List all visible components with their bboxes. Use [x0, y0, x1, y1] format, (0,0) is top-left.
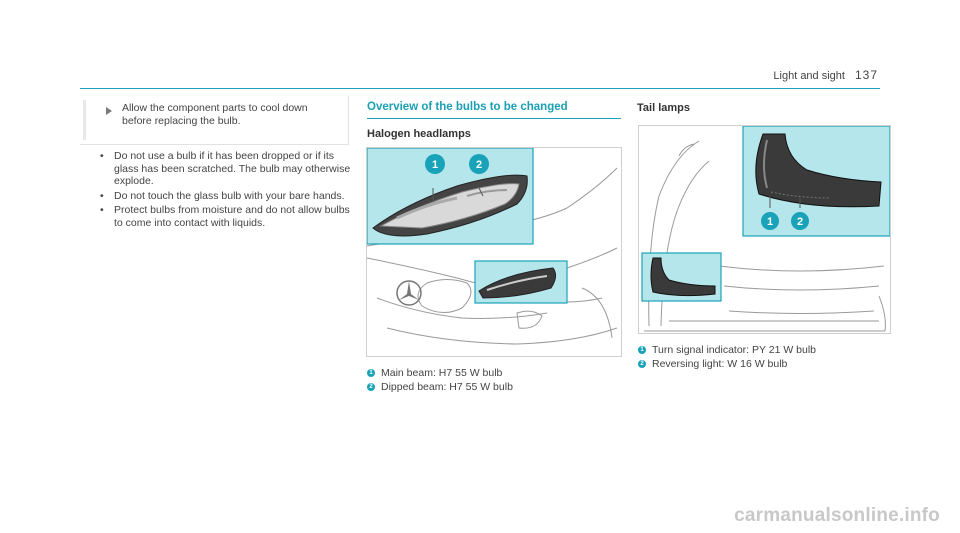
legend-text: Turn signal indicator: PY 21 W bulb [652, 344, 817, 356]
legend-row: 1 Turn signal indicator: PY 21 W bulb [638, 343, 816, 357]
list-item: •Do not touch the glass bulb with your b… [100, 189, 345, 202]
bullet-icon: • [100, 204, 104, 216]
svg-text:2: 2 [797, 216, 803, 228]
legend-text: Reversing light: W 16 W bulb [652, 358, 788, 370]
callout-1-icon: 1 [425, 154, 445, 174]
section-title: Overview of the bulbs to be changed [367, 101, 568, 113]
taillamps-figure: 1 2 [638, 125, 891, 334]
legend-text: Main beam: H7 55 W bulb [381, 367, 503, 379]
page-number: 137 [854, 68, 878, 82]
watermark: carmanualsonline.info [734, 505, 940, 526]
number-badge-icon: 2 [367, 383, 375, 391]
star-logo-icon [396, 280, 422, 306]
callout-2-icon: 2 [469, 154, 489, 174]
note-bar [83, 100, 86, 140]
svg-text:1: 1 [767, 216, 773, 228]
taillamps-legend: 1 Turn signal indicator: PY 21 W bulb 2 … [638, 343, 816, 371]
callout-2-icon: 2 [791, 212, 809, 230]
list-item: •Protect bulbs from moisture and do not … [100, 204, 350, 229]
header-rule [80, 88, 880, 89]
section-name: Light and sight [773, 70, 845, 82]
svg-text:2: 2 [476, 159, 482, 171]
svg-text:1: 1 [432, 159, 438, 171]
number-badge-icon: 2 [638, 360, 646, 368]
triangle-bullet-icon [106, 107, 112, 115]
bullet-icon: • [100, 150, 104, 162]
legend-text: Dipped beam: H7 55 W bulb [381, 381, 513, 393]
headlamp-illustration: 1 2 [366, 147, 618, 345]
headlamps-title: Halogen headlamps [367, 128, 471, 140]
legend-row: 2 Reversing light: W 16 W bulb [638, 357, 816, 371]
number-badge-icon: 1 [638, 346, 646, 354]
bullet-icon: • [100, 189, 104, 202]
note-box [80, 96, 349, 145]
legend-row: 1 Main beam: H7 55 W bulb [367, 366, 513, 380]
callout-1-icon: 1 [761, 212, 779, 230]
taillamp-illustration: 1 2 [641, 125, 891, 332]
running-header: Light and sight 137 [773, 68, 878, 82]
bullet-list: •Do not use a bulb if it has been droppe… [100, 150, 352, 231]
taillamps-title: Tail lamps [637, 102, 690, 114]
section-rule [367, 118, 621, 119]
note-text: Allow the component parts to cool down b… [122, 102, 308, 127]
list-item: •Do not use a bulb if it has been droppe… [100, 150, 351, 187]
headlamps-figure: 1 2 [366, 147, 622, 357]
number-badge-icon: 1 [367, 369, 375, 377]
legend-row: 2 Dipped beam: H7 55 W bulb [367, 380, 513, 394]
headlamps-legend: 1 Main beam: H7 55 W bulb 2 Dipped beam:… [367, 366, 513, 394]
